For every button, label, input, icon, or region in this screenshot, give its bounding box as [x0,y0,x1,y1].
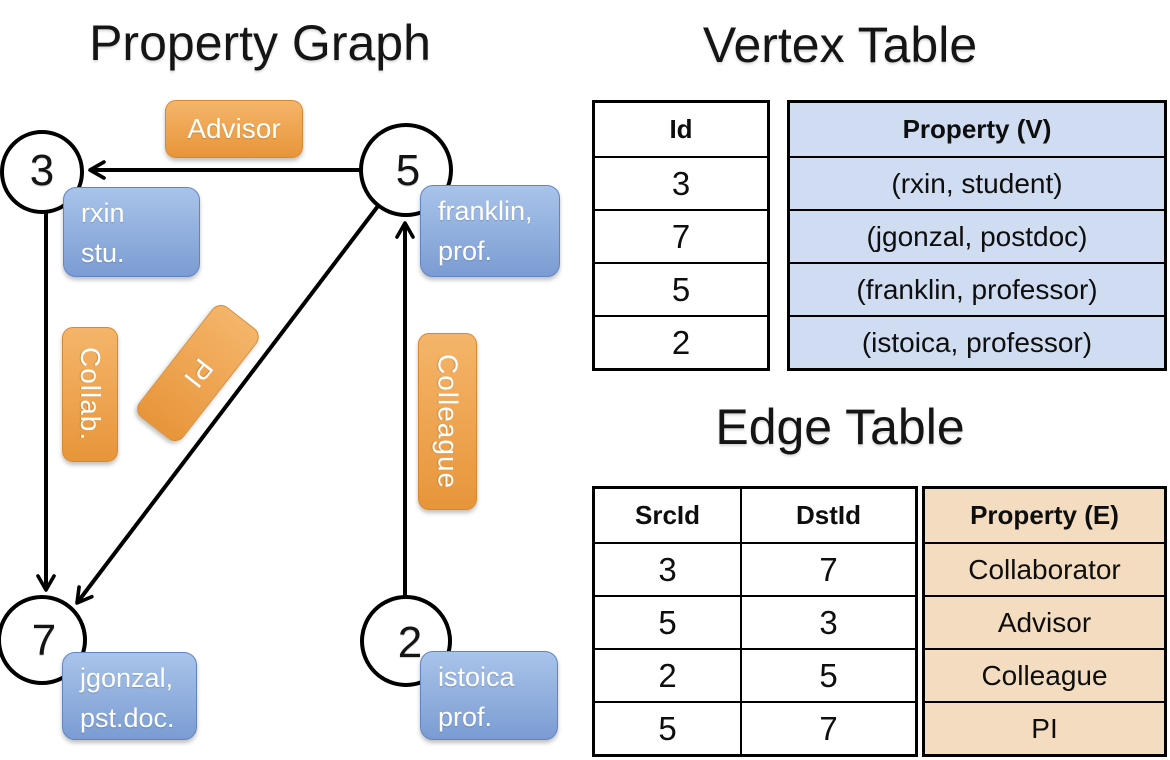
edge-table-srcid-cell: 5 [595,595,740,648]
edge-table-dstid-header: DstId [740,489,915,542]
vertex-table-property-header: Property (V) [790,103,1164,156]
edge-table-property-column: Property (E) Collaborator Advisor Collea… [922,486,1167,757]
vertex-table-id-cell: 5 [595,262,767,315]
edge-label-advisor: Advisor [165,100,303,158]
edge-table-property-header: Property (E) [925,489,1164,542]
vertex-table-property-cell: (jgonzal, postdoc) [790,209,1164,262]
edge-table-dstid-cell: 7 [740,542,915,595]
edge-table-srcid-cell: 3 [595,542,740,595]
vertex-label-istoica: istoica prof. [420,651,558,740]
vertex-table-property-cell: (franklin, professor) [790,262,1164,315]
edge-pi-arrow-5-to-7 [75,204,380,605]
node-id-7: 7 [31,616,57,665]
edge-table-title: Edge Table [715,399,965,455]
edge-table-property-cell: PI [925,701,1164,754]
vertex-label-rxin: rxin stu. [63,187,200,277]
edge-table-dstid-cell: 3 [740,595,915,648]
edge-table-dstid-cell: 7 [740,701,915,754]
vertex-table-property-cell: (istoica, professor) [790,315,1164,368]
edge-label-collab-text: Collab. [75,347,106,442]
edge-table-srcid-cell: 2 [595,648,740,701]
property-graph-canvas [0,123,453,687]
vertex-table-id-header: Id [669,114,693,144]
node-circle-3 [0,130,84,214]
vertex-table-id-cell: 3 [595,156,767,209]
edge-table-property-cell: Colleague [925,648,1164,701]
vertex-table-id-cell: 2 [595,315,767,368]
edge-table-dstid-cell: 5 [740,648,915,701]
edge-label-advisor-text: Advisor [187,113,281,144]
edge-table-src-dst-columns: SrcId DstId 3 7 5 3 2 5 5 7 [592,486,918,757]
edge-label-colleague-text: Colleague [432,353,464,490]
edge-label-colleague: Colleague [418,333,477,510]
edge-table-srcid-header: SrcId [634,500,701,530]
edge-label-pi-text: PI [177,352,220,395]
vertex-table-property-cell: (rxin, student) [790,156,1164,209]
edge-table-srcid-cell: 5 [595,701,740,754]
edge-table-property-cell: Collaborator [925,542,1164,595]
node-id-3: 3 [29,146,55,195]
vertex-table-property-column: Property (V) (rxin, student) (jgonzal, p… [787,100,1167,371]
node-id-2: 2 [397,618,423,667]
edge-label-collab: Collab. [62,327,118,462]
vertex-label-franklin: franklin, prof. [420,185,560,277]
vertex-table-id-column: Id 3 7 5 2 [592,100,770,371]
vertex-table-id-cell: 7 [595,209,767,262]
edge-table-property-cell: Advisor [925,595,1164,648]
property-graph-title: Property Graph [89,15,431,71]
node-id-5: 5 [395,146,421,195]
vertex-table-title: Vertex Table [702,17,978,73]
vertex-label-jgonzal: jgonzal, pst.doc. [62,652,197,740]
